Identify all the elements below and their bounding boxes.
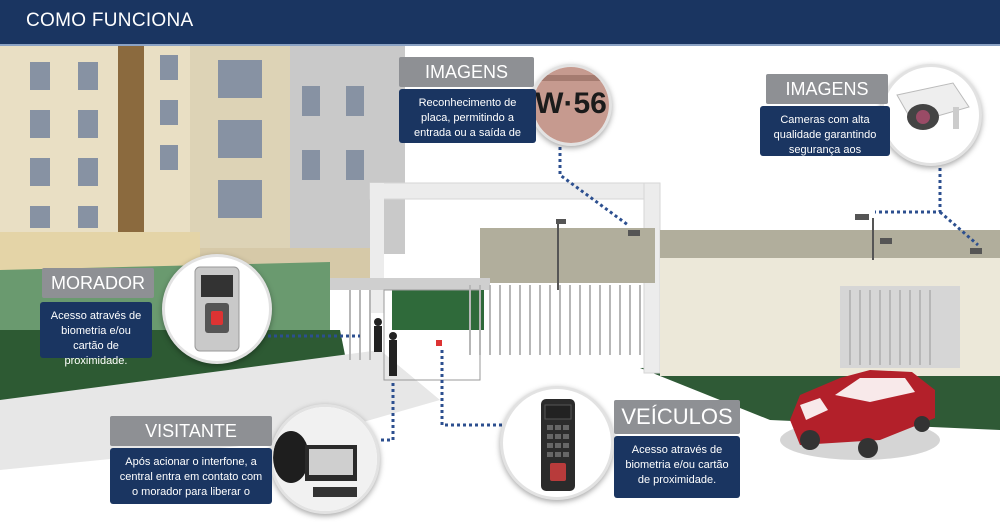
morador-description: Acesso através de biometria e/ou cartão … [40,302,152,367]
license-plate-image: W·56 [530,64,612,146]
entrance-gate [330,182,1000,381]
security-camera-image [880,64,982,166]
imagens-placa-title: IMAGENS [399,57,534,87]
keypad-reader-icon [541,399,575,491]
plate-text: W·56 [535,87,607,120]
vehicle-reader-image [500,386,614,500]
imagens-cameras-description: Cameras com alta qualidade garantindo se… [760,106,890,171]
biometric-reader-image [162,254,272,364]
page-title: COMO FUNCIONA [26,10,194,31]
visitante-description: Após acionar o interfone, a central entr… [110,448,272,513]
veiculos-description: Acesso através de biometria e/ou cartão … [614,436,740,498]
veiculos-title: VEÍCULOS [614,400,740,434]
car-illustration [780,370,940,460]
license-plate-icon [533,67,609,143]
security-camera-icon [896,82,970,130]
central-monitor-image [270,404,380,514]
connector-lines [262,147,979,442]
apartment-building [0,44,405,278]
morador-title: MORADOR [42,268,154,298]
imagens-placa-description: Reconhecimento de placa, permitindo a en… [399,89,536,154]
header-bar: COMO FUNCIONA [0,0,1000,46]
visitante-title: VISITANTE [110,416,272,446]
fingerprint-reader-icon [194,266,240,352]
imagens-cameras-title: IMAGENS [766,74,888,104]
monitoring-station-icon [273,407,377,511]
